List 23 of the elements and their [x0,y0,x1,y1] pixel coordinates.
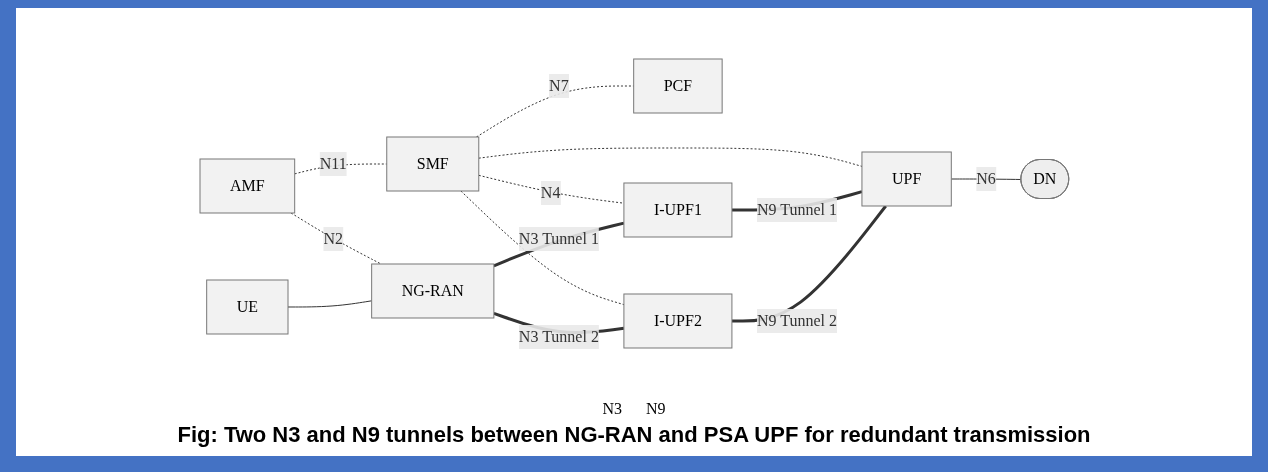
edge-label: N9 Tunnel 2 [756,312,837,329]
node-box: I-UPF2 [623,293,733,349]
edge-label: N11 [319,155,347,172]
connector [287,300,372,308]
node-box: NG-RAN [370,263,494,319]
edge-label: N9 Tunnel 1 [756,201,837,218]
connector [477,174,625,204]
edge-label: N2 [323,230,343,247]
node-box: AMF [199,158,295,214]
edge-label: N7 [548,77,569,94]
edge-label: N3 Tunnel 1 [518,230,599,247]
edge-label: N4 [540,183,561,201]
node-box: PCF [632,58,723,114]
node-box: UE [205,279,289,335]
connector [492,221,624,268]
interface-label: N9 [646,400,666,418]
edge-label: N6 [975,170,996,187]
node-box: SMF [385,136,479,192]
interface-label: N3 [602,400,622,418]
figure-caption: Fig: Two N3 and N9 tunnels between NG-RAN and PSA UPF for redundant transmission [177,422,1091,448]
node-box: UPF [861,151,952,207]
edge-label: N3 Tunnel 2 [518,328,599,345]
node-box: I-UPF1 [623,182,733,238]
